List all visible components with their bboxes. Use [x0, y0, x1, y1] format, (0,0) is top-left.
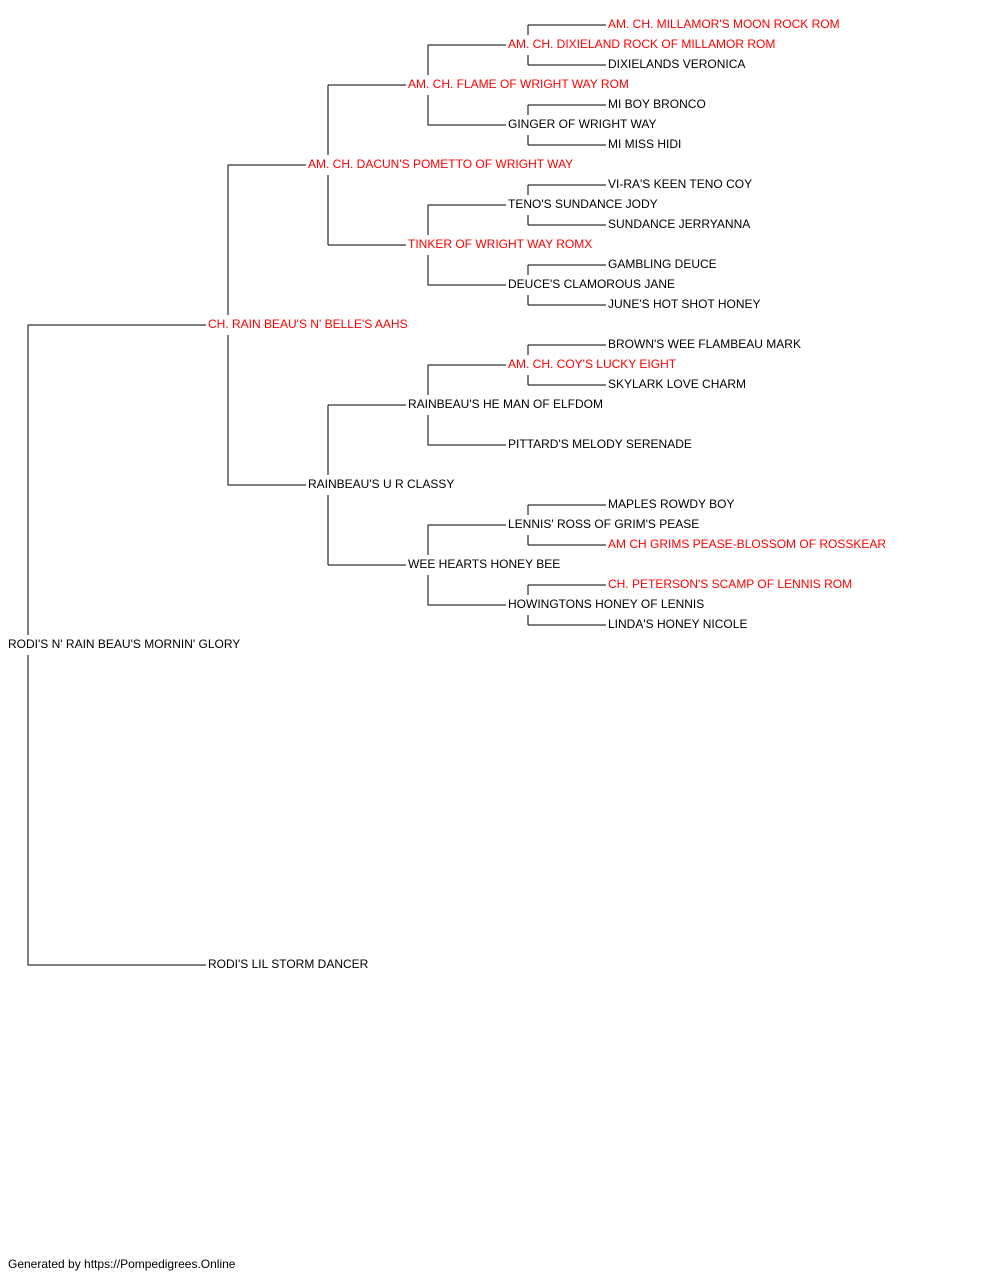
dog-name-sddd[interactable]: HOWINGTONS HONEY OF LENNIS [508, 597, 704, 611]
dog-name-sire[interactable]: CH. RAIN BEAU'S N' BELLE'S AAHS [208, 317, 408, 331]
dog-name-sssds[interactable]: MI BOY BRONCO [608, 97, 706, 111]
dog-name-sdsss[interactable]: BROWN'S WEE FLAMBEAU MARK [608, 337, 801, 351]
dog-name-sds[interactable]: RAINBEAU'S HE MAN OF ELFDOM [408, 397, 603, 411]
dog-name-sdssd[interactable]: SKYLARK LOVE CHARM [608, 377, 746, 391]
pedigree-tree: RODI'S N' RAIN BEAU'S MORNIN' GLORY CH. R… [8, 17, 886, 971]
dog-name-sdsd[interactable]: PITTARD'S MELODY SERENADE [508, 437, 692, 451]
dog-name-sssdd[interactable]: MI MISS HIDI [608, 137, 681, 151]
dog-name-sddds[interactable]: CH. PETERSON'S SCAMP OF LENNIS ROM [608, 577, 852, 591]
dog-name-sire_dam[interactable]: RAINBEAU'S U R CLASSY [308, 477, 454, 491]
dog-name-subject[interactable]: RODI'S N' RAIN BEAU'S MORNIN' GLORY [8, 637, 240, 651]
dog-name-ssdsd[interactable]: SUNDANCE JERRYANNA [608, 217, 750, 231]
dog-name-sdddd[interactable]: LINDA'S HONEY NICOLE [608, 617, 747, 631]
dog-name-dam[interactable]: RODI'S LIL STORM DANCER [208, 957, 369, 971]
dog-name-sdss[interactable]: AM. CH. COY'S LUCKY EIGHT [508, 357, 677, 371]
dog-name-ssd[interactable]: TINKER OF WRIGHT WAY ROMX [408, 237, 592, 251]
dog-name-sssss[interactable]: AM. CH. MILLAMOR'S MOON ROCK ROM [608, 17, 840, 31]
dog-name-sdd[interactable]: WEE HEARTS HONEY BEE [408, 557, 560, 571]
footer-credit: Generated by https://Pompedigrees.Online [8, 1257, 236, 1271]
dog-name-ssddd[interactable]: JUNE'S HOT SHOT HONEY [608, 297, 761, 311]
dog-name-sddsd[interactable]: AM CH GRIMS PEASE-BLOSSOM OF ROSSKEAR [608, 537, 886, 551]
dog-name-sdds[interactable]: LENNIS' ROSS OF GRIM'S PEASE [508, 517, 699, 531]
dog-name-ssss[interactable]: AM. CH. DIXIELAND ROCK OF MILLAMOR ROM [508, 37, 775, 51]
dog-name-ssssd[interactable]: DIXIELANDS VERONICA [608, 57, 745, 71]
dog-name-sssd[interactable]: GINGER OF WRIGHT WAY [508, 117, 656, 131]
dog-name-ssdd[interactable]: DEUCE'S CLAMOROUS JANE [508, 277, 675, 291]
dog-name-sire_sire[interactable]: AM. CH. DACUN'S POMETTO OF WRIGHT WAY [308, 157, 573, 171]
dog-name-ssds[interactable]: TENO'S SUNDANCE JODY [508, 197, 658, 211]
dog-name-sddss[interactable]: MAPLES ROWDY BOY [608, 497, 734, 511]
dog-name-sss[interactable]: AM. CH. FLAME OF WRIGHT WAY ROM [408, 77, 629, 91]
dog-name-ssdss[interactable]: VI-RA'S KEEN TENO COY [608, 177, 752, 191]
dog-name-ssdds[interactable]: GAMBLING DEUCE [608, 257, 717, 271]
